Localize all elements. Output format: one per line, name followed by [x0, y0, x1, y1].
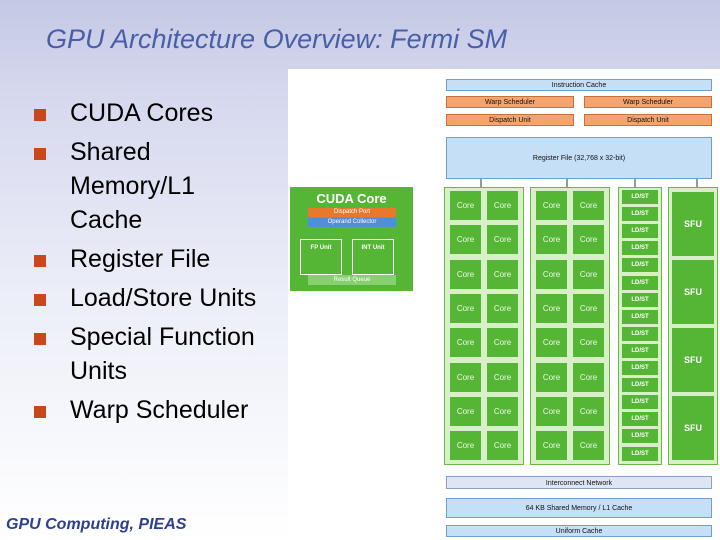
ldst-unit: LD/ST	[622, 361, 658, 375]
cuda-core-unit: Core	[573, 191, 604, 220]
cuda-core-unit: Core	[487, 362, 518, 392]
cuda-core-unit: Core	[573, 328, 604, 358]
uniform-cache: Uniform Cache	[446, 525, 712, 537]
bullet-item: Shared Memory/L1 Cache	[32, 135, 272, 237]
ldst-unit: LD/ST	[622, 207, 658, 222]
ldst-unit: LD/ST	[622, 275, 658, 290]
ldst-unit: LD/ST	[622, 190, 658, 204]
cuda-core-unit: Core	[536, 225, 567, 255]
cuda-core-unit: Core	[450, 396, 481, 426]
cuda-core-unit: Core	[573, 259, 604, 289]
interconnect-network: Interconnect Network	[446, 476, 712, 489]
cuda-core-unit: Core	[536, 191, 567, 220]
cuda-core-unit: Core	[450, 362, 481, 392]
warp-scheduler: Warp Scheduler	[584, 96, 712, 108]
cuda-core-unit: Core	[450, 259, 481, 289]
bullet-text: CUDA Cores	[70, 99, 214, 127]
cuda-core-unit: Core	[450, 293, 481, 323]
bullet-item: Warp Scheduler	[32, 393, 272, 427]
cuda-core-unit: Core	[487, 259, 518, 289]
ldst-unit: LD/ST	[622, 309, 658, 324]
register-file: Register File (32,768 x 32-bit)	[446, 137, 712, 179]
bullet-item: Register File	[32, 242, 272, 276]
bullet-text: Shared Memory/L1 Cache	[70, 138, 196, 234]
sfu-unit: SFU	[672, 328, 714, 392]
cuda-core-unit: Core	[536, 328, 567, 358]
warp-scheduler: Warp Scheduler	[446, 96, 574, 108]
bullet-text: Load/Store Units	[70, 284, 257, 312]
bullet-item: Load/Store Units	[32, 281, 272, 315]
bullet-text: Special Function Units	[70, 323, 255, 385]
cuda-core-unit: Core	[487, 225, 518, 255]
cuda-core-unit: Core	[573, 362, 604, 392]
ldst-unit: LD/ST	[622, 378, 658, 393]
arrow-icon	[696, 179, 698, 187]
bullet-marker-icon	[34, 255, 46, 267]
cuda-core-diagram: CUDA Core Dispatch Port Operand Collecto…	[290, 187, 413, 291]
cuda-core-unit: Core	[536, 431, 567, 461]
dispatch-port: Dispatch Port	[308, 208, 396, 217]
arrow-icon	[634, 179, 636, 187]
instruction-cache: Instruction Cache	[446, 79, 712, 91]
sfu-unit: SFU	[672, 396, 714, 460]
cuda-core-title: CUDA Core	[316, 191, 387, 206]
fermi-sm-diagram: CUDA Core Dispatch Port Operand Collecto…	[288, 69, 720, 540]
bullet-list: CUDA Cores Shared Memory/L1 Cache Regist…	[32, 96, 272, 432]
cuda-core-unit: Core	[487, 396, 518, 426]
cuda-core-unit: Core	[450, 225, 481, 255]
dispatch-unit: Dispatch Unit	[446, 114, 574, 126]
bullet-marker-icon	[34, 406, 46, 418]
bullet-item: CUDA Cores	[32, 96, 272, 130]
operand-collector: Operand Collector	[308, 218, 396, 227]
cuda-core-unit: Core	[450, 431, 481, 461]
dispatch-unit: Dispatch Unit	[584, 114, 712, 126]
footer-label: GPU Computing, PIEAS	[6, 516, 187, 533]
bullet-text: Warp Scheduler	[70, 396, 249, 424]
ldst-unit: LD/ST	[622, 395, 658, 410]
ldst-unit: LD/ST	[622, 343, 658, 358]
shared-memory-l1-cache: 64 KB Shared Memory / L1 Cache	[446, 498, 712, 518]
ldst-column: LD/ST LD/ST LD/ST LD/ST LD/ST LD/ST LD/ST LD/ST…	[618, 187, 662, 465]
bullet-marker-icon	[34, 294, 46, 306]
slide-title: GPU Architecture Overview: Fermi SM	[46, 24, 508, 54]
ldst-unit: LD/ST	[622, 429, 658, 444]
bullet-item: Special Function Units	[32, 320, 272, 388]
ldst-unit: LD/ST	[622, 446, 658, 461]
ldst-unit: LD/ST	[622, 326, 658, 341]
result-queue: Result Queue	[308, 275, 396, 285]
ldst-unit: LD/ST	[622, 258, 658, 273]
ldst-unit: LD/ST	[622, 292, 658, 307]
cuda-core-unit: Core	[573, 431, 604, 461]
bullet-marker-icon	[34, 148, 46, 160]
cuda-core-unit: Core	[536, 362, 567, 392]
cuda-core-unit: Core	[573, 293, 604, 323]
fp-unit: FP Unit	[300, 239, 342, 275]
cuda-core-unit: Core	[573, 225, 604, 255]
arrow-icon	[480, 179, 482, 187]
bullet-marker-icon	[34, 109, 46, 121]
arrow-icon	[566, 179, 568, 187]
cuda-core-unit: Core	[536, 293, 567, 323]
int-unit: INT Unit	[352, 239, 394, 275]
sfu-unit: SFU	[672, 192, 714, 256]
ldst-unit: LD/ST	[622, 412, 658, 427]
cuda-core-unit: Core	[487, 293, 518, 323]
cuda-core-unit: Core	[573, 396, 604, 426]
ldst-unit: LD/ST	[622, 241, 658, 256]
sfu-unit: SFU	[672, 260, 714, 324]
ldst-unit: LD/ST	[622, 224, 658, 239]
cuda-core-unit: Core	[536, 396, 567, 426]
cuda-core-unit: Core	[536, 259, 567, 289]
bullet-text: Register File	[70, 245, 211, 273]
cuda-core-unit: Core	[487, 431, 518, 461]
bullet-marker-icon	[34, 333, 46, 345]
cuda-core-unit: Core	[450, 328, 481, 358]
cuda-core-unit: Core	[450, 191, 481, 220]
cuda-core-unit: Core	[487, 328, 518, 358]
cuda-core-unit: Core	[487, 191, 518, 220]
